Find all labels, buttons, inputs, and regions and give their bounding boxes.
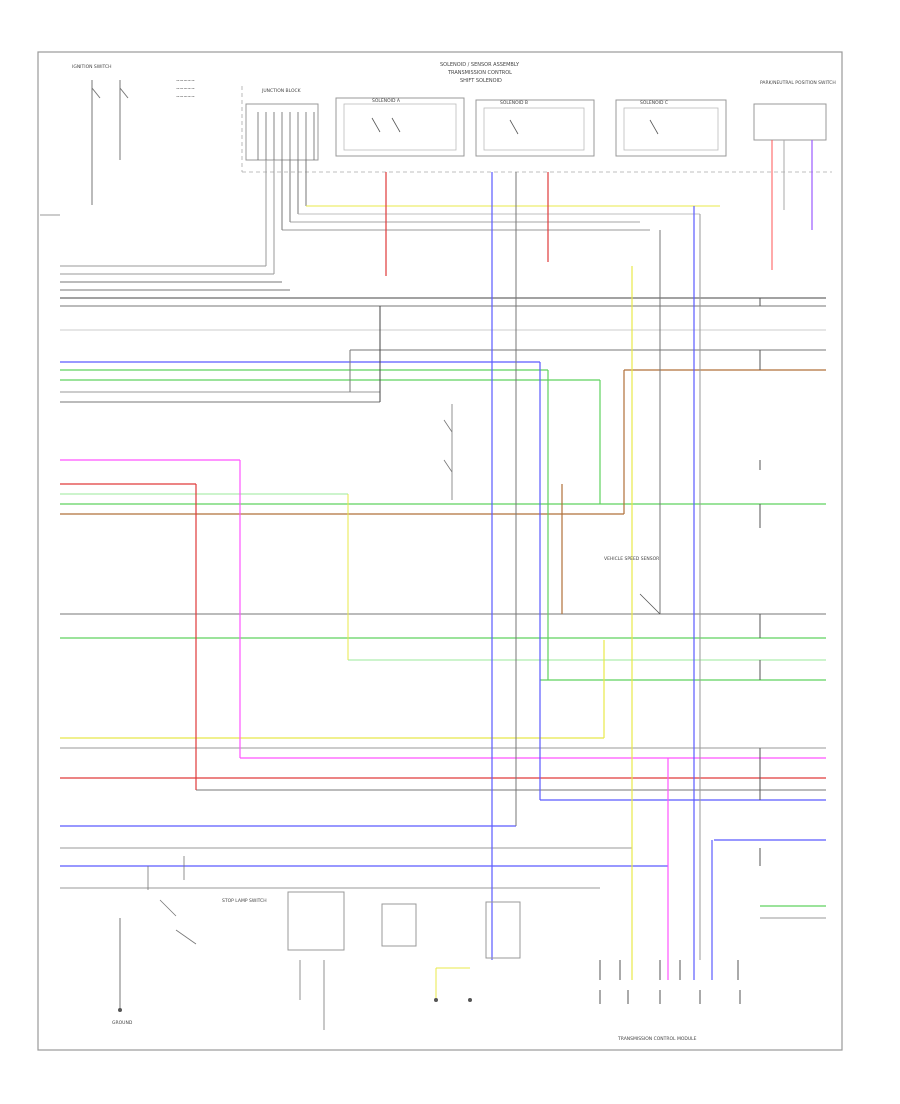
signal-wires	[60, 349, 826, 889]
center-switch	[443, 404, 453, 500]
bottom-relays	[287, 891, 521, 1030]
shift-solenoid-a: SOLENOID A	[335, 97, 465, 157]
junction-block-label: JUNCTION BLOCK	[261, 88, 302, 94]
ignition-switch: IGNITION SWITCH ~~~~~ ~~~~~ ~~~~~	[40, 64, 195, 216]
svg-text:~~~~~: ~~~~~	[176, 95, 195, 100]
ground: GROUND	[112, 1020, 133, 1026]
park-neutral-switch: PARK/NEUTRAL POSITION SWITCH	[753, 80, 836, 270]
svg-text:~~~~~: ~~~~~	[176, 79, 195, 84]
header-line-2: TRANSMISSION CONTROL	[447, 70, 512, 76]
solenoid-a-label: SOLENOID A	[372, 98, 401, 104]
tcm: TRANSMISSION CONTROL MODULE	[599, 960, 741, 1042]
junction-block: JUNCTION BLOCK	[245, 88, 319, 161]
vertical-wires	[195, 172, 713, 960]
diagram-header: SOLENOID / SENSOR ASSEMBLY TRANSMISSION …	[440, 62, 520, 84]
park-neutral-switch-label: PARK/NEUTRAL POSITION SWITCH	[760, 80, 836, 86]
svg-text:~~~~~: ~~~~~	[176, 87, 195, 92]
tcm-label: TRANSMISSION CONTROL MODULE	[617, 1036, 697, 1042]
brake-switch-label: STOP LAMP SWITCH	[222, 898, 267, 904]
ground-label: GROUND	[112, 1020, 133, 1026]
diagram-frame	[37, 51, 843, 1051]
right-connector-block	[714, 839, 826, 919]
ignition-switch-label: IGNITION SWITCH	[72, 64, 112, 70]
solenoid-b-label: SOLENOID B	[500, 100, 528, 106]
solenoid-c-label: SOLENOID C	[640, 100, 668, 106]
shift-solenoid-b: SOLENOID B	[475, 99, 595, 157]
header-line-3: SHIFT SOLENOID	[460, 78, 502, 84]
shift-solenoid-c: SOLENOID C	[615, 99, 727, 157]
speed-sensor: VEHICLE SPEED SENSOR	[604, 556, 661, 615]
header-line-1: SOLENOID / SENSOR ASSEMBLY	[440, 62, 520, 68]
wire-bundle-left	[60, 160, 826, 331]
speed-sensor-label: VEHICLE SPEED SENSOR	[604, 556, 659, 562]
brake-switch: STOP LAMP SWITCH	[118, 856, 267, 1012]
